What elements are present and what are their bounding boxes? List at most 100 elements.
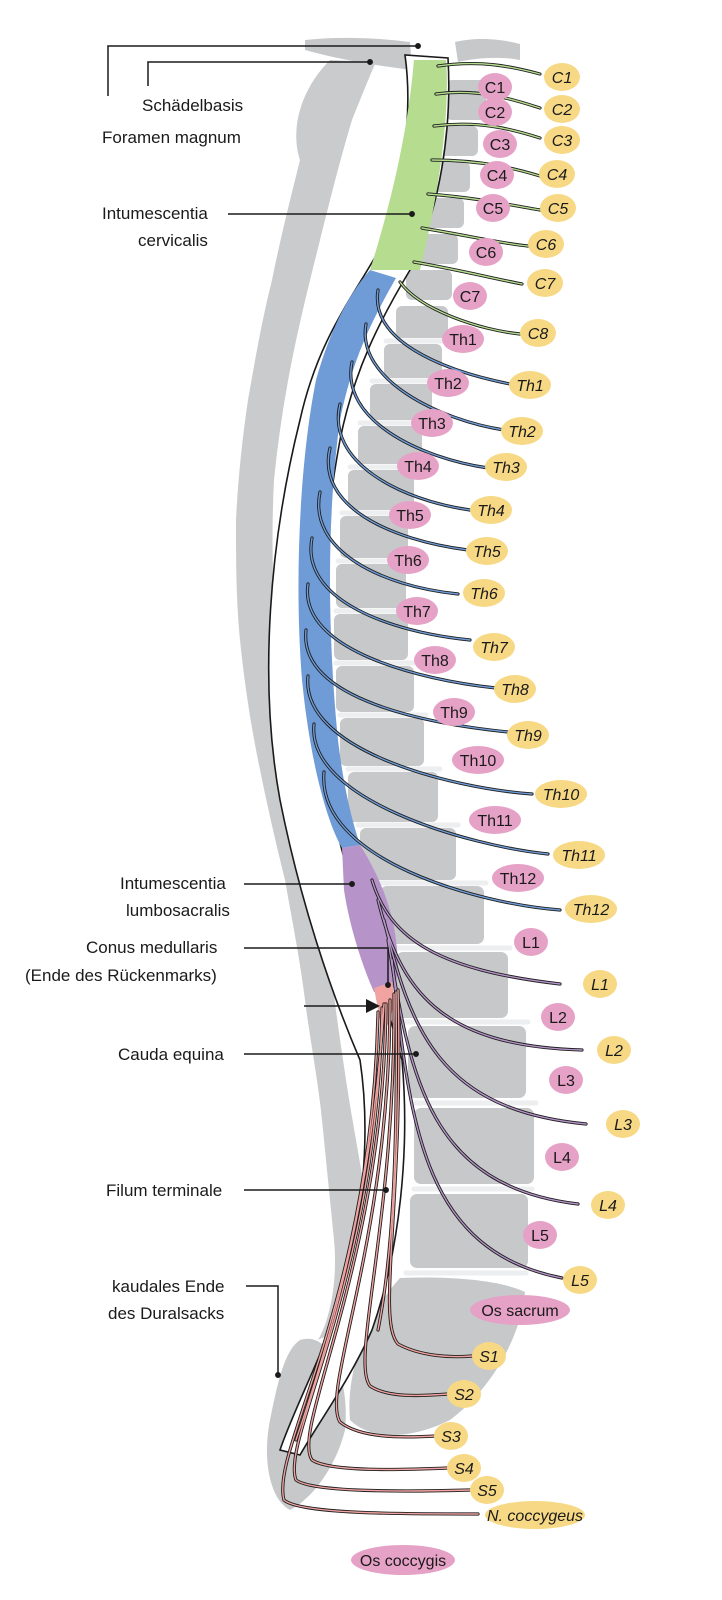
svg-text:C4: C4 [547, 167, 568, 184]
svg-text:C7: C7 [535, 276, 557, 293]
svg-text:Th8: Th8 [501, 682, 529, 699]
svg-text:Th2: Th2 [434, 376, 462, 393]
svg-text:L3: L3 [614, 1117, 632, 1134]
svg-text:Th6: Th6 [470, 586, 498, 603]
nerve-badge-th3: Th3 [485, 453, 527, 481]
label-intumescentia-cervicalis-2: cervicalis [138, 231, 208, 250]
segment-badge-l1: L1 [514, 928, 548, 956]
svg-text:C6: C6 [476, 245, 497, 262]
svg-text:L3: L3 [557, 1073, 575, 1090]
lumbosacral-cord [342, 845, 398, 996]
svg-text:L5: L5 [531, 1228, 549, 1245]
cervical-cord [370, 60, 447, 270]
segment-badge-th12: Th12 [492, 864, 544, 892]
nerve-badge-th11: Th11 [553, 841, 605, 869]
svg-text:L4: L4 [599, 1198, 617, 1215]
svg-text:Th5: Th5 [473, 544, 501, 561]
segment-badge-c3: C3 [483, 130, 517, 158]
svg-text:Os coccygis: Os coccygis [360, 1553, 446, 1570]
svg-text:C1: C1 [485, 80, 506, 97]
svg-text:C2: C2 [552, 102, 573, 119]
label-schaedelbasis: Schädelbasis [142, 96, 243, 115]
nerve-badge-c4: C4 [539, 160, 575, 188]
leader-lines [107, 43, 421, 1378]
nerve-badge-l2: L2 [597, 1036, 631, 1064]
svg-text:C5: C5 [483, 201, 504, 218]
label-intumescentia-cervicalis-1: Intumescentia [102, 204, 208, 223]
svg-text:L1: L1 [591, 977, 609, 994]
vertebra-l4 [414, 1108, 534, 1184]
sacral-nerves-color [282, 989, 479, 1515]
segment-badge-c4: C4 [480, 161, 514, 189]
segment-badge-c6: C6 [469, 238, 503, 266]
svg-text:Th6: Th6 [394, 553, 422, 570]
svg-text:Th3: Th3 [492, 460, 520, 477]
segment-badge-th2: Th2 [427, 369, 469, 397]
segment-badge-th6: Th6 [387, 546, 429, 574]
vertebra-th8 [334, 614, 408, 660]
nerve-badge-th6: Th6 [463, 579, 505, 607]
vertebra-c2 [446, 80, 486, 120]
nerve-badge-l4: L4 [591, 1191, 625, 1219]
vertebra-th2 [384, 344, 442, 378]
svg-text:C4: C4 [487, 168, 508, 185]
svg-text:Th3: Th3 [418, 416, 446, 433]
svg-text:Th11: Th11 [477, 813, 512, 830]
svg-text:L2: L2 [605, 1043, 623, 1060]
segment-badge-th10: Th10 [452, 746, 504, 774]
vertebra-th10 [340, 718, 424, 766]
segment-badge-l5: L5 [523, 1221, 557, 1249]
svg-text:Th12: Th12 [573, 902, 610, 919]
svg-text:Th1: Th1 [449, 332, 477, 349]
svg-text:L5: L5 [571, 1273, 589, 1290]
thoracic-nerves-color [305, 289, 561, 911]
segment-badge-th5: Th5 [389, 501, 431, 529]
segment-badges: C1 C2 C3 C4 C5 C6 C7 Th1 Th2 Th3 Th4 Th5… [351, 73, 583, 1575]
segment-badge-c5: C5 [476, 194, 510, 222]
svg-text:Os sacrum: Os sacrum [481, 1303, 558, 1320]
svg-text:L2: L2 [549, 1010, 567, 1027]
nerve-badge-s2: S2 [447, 1380, 481, 1408]
nerve-badge-s1: S1 [472, 1342, 506, 1370]
svg-text:Th11: Th11 [561, 848, 596, 865]
svg-text:C7: C7 [460, 289, 481, 306]
bone-badge-coccyx: Os coccygis [351, 1545, 455, 1575]
nerve-badge-s3: S3 [434, 1422, 468, 1450]
nerve-badge-th2: Th2 [501, 417, 543, 445]
vertebra-th11 [348, 772, 438, 822]
svg-text:Th9: Th9 [514, 728, 542, 745]
segment-badge-th3: Th3 [411, 409, 453, 437]
vertebral-column [236, 37, 534, 1510]
nerve-badge-th12: Th12 [565, 895, 617, 923]
svg-text:C1: C1 [552, 70, 572, 87]
svg-text:Th10: Th10 [460, 753, 497, 770]
label-ende-des-rueckenmarks: (Ende des Rückenmarks) [25, 966, 217, 985]
vertebra-th3 [370, 384, 432, 420]
svg-text:L4: L4 [553, 1150, 571, 1167]
skull-base-right [455, 38, 520, 62]
svg-text:C5: C5 [548, 201, 569, 218]
nerve-badge-coccygeus: N. coccygeus [485, 1501, 585, 1529]
label-kaudales-ende: kaudales Ende [112, 1277, 224, 1296]
label-intumescentia-lumbosacralis-2: lumbosacralis [126, 901, 230, 920]
svg-text:Th5: Th5 [396, 508, 424, 525]
svg-text:Th7: Th7 [480, 640, 509, 657]
svg-text:C8: C8 [528, 326, 549, 343]
segment-badge-th8: Th8 [414, 646, 456, 674]
nerve-badge-l3: L3 [606, 1110, 640, 1138]
label-intumescentia-lumbosacralis-1: Intumescentia [120, 874, 226, 893]
vertebra-l1 [380, 886, 484, 944]
label-cauda-equina: Cauda equina [118, 1045, 224, 1064]
svg-text:L1: L1 [522, 935, 540, 952]
segment-badge-th4: Th4 [397, 452, 439, 480]
vertebra-th1 [396, 306, 448, 338]
nerve-badge-th4: Th4 [470, 496, 512, 524]
svg-text:S1: S1 [479, 1349, 499, 1366]
vertebra-c7 [406, 270, 452, 300]
svg-text:S5: S5 [477, 1483, 497, 1500]
segment-badge-c7: C7 [453, 282, 487, 310]
label-des-duralsacks: des Duralsacks [108, 1304, 224, 1323]
nerve-badge-l5: L5 [563, 1266, 597, 1294]
vertebra-th7 [336, 564, 406, 608]
segment-badge-th7: Th7 [396, 597, 438, 625]
